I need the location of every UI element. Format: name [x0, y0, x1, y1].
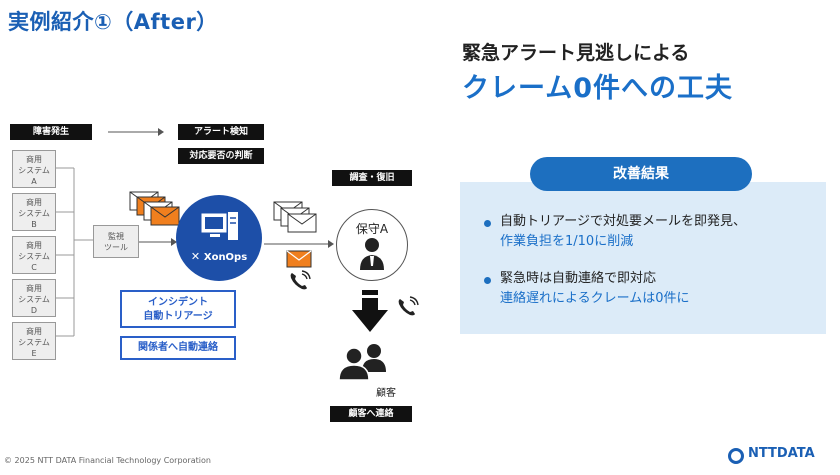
copyright: © 2025 NTT DATA Financial Technology Cor… [4, 456, 211, 465]
server-icon [201, 212, 238, 240]
result-header: 改善結果 [530, 157, 752, 191]
label-customer-contact: 顧客へ連絡 [330, 406, 412, 422]
mail-stack-icon [273, 201, 317, 233]
label-judge: 対応要否の判断 [178, 148, 264, 164]
xonops-system [176, 195, 262, 281]
maintainer-label: 保守A [355, 222, 389, 236]
ntt-logo-icon [728, 448, 744, 464]
arrow-right-icon [139, 238, 177, 246]
heading-main: クレーム0件への工夫 [462, 73, 733, 104]
arrow-down-icon [352, 290, 388, 332]
slide-title: 実例紹介①（After） [8, 10, 218, 34]
bullet-dot [484, 277, 491, 284]
result-bullet-2-line1: 緊急時は自動連絡で即対応 [500, 271, 657, 286]
phone-icon [398, 296, 419, 316]
result-bullet-1-line1: 自動トリアージで対処要メールを即発見、 [500, 214, 746, 229]
result-bullet-2-line2: 連絡遅れによるクレームは0件に [500, 291, 690, 306]
xonops-label: ✕ XonOps [190, 250, 248, 263]
phone-icon [290, 270, 311, 290]
auto-contact-box: 関係者へ自動連絡 [120, 336, 236, 360]
arrow-right-icon [108, 128, 164, 136]
label-investigate: 調査・復旧 [332, 170, 412, 186]
monitor-tool-box: 監視ツール [93, 225, 139, 258]
mail-stack-icon [129, 191, 180, 226]
customers-icon [338, 344, 386, 381]
result-bullet-1-line2: 作業負担を1/10に削減 [500, 234, 634, 249]
mail-icon [286, 250, 312, 268]
arrow-right-icon [264, 240, 334, 248]
result-panel [460, 182, 826, 334]
heading-subtitle: 緊急アラート見逃しによる [462, 42, 690, 64]
auto-triage-box: インシデント 自動トリアージ [120, 290, 236, 328]
label-incident: 障害発生 [10, 124, 92, 140]
person-icon [360, 238, 384, 270]
customer-label: 顧客 [376, 388, 396, 399]
bullet-dot [484, 220, 491, 227]
label-alert: アラート検知 [178, 124, 264, 140]
system-connectors [56, 167, 93, 337]
ntt-data-logo: NTTDATA [748, 446, 815, 461]
